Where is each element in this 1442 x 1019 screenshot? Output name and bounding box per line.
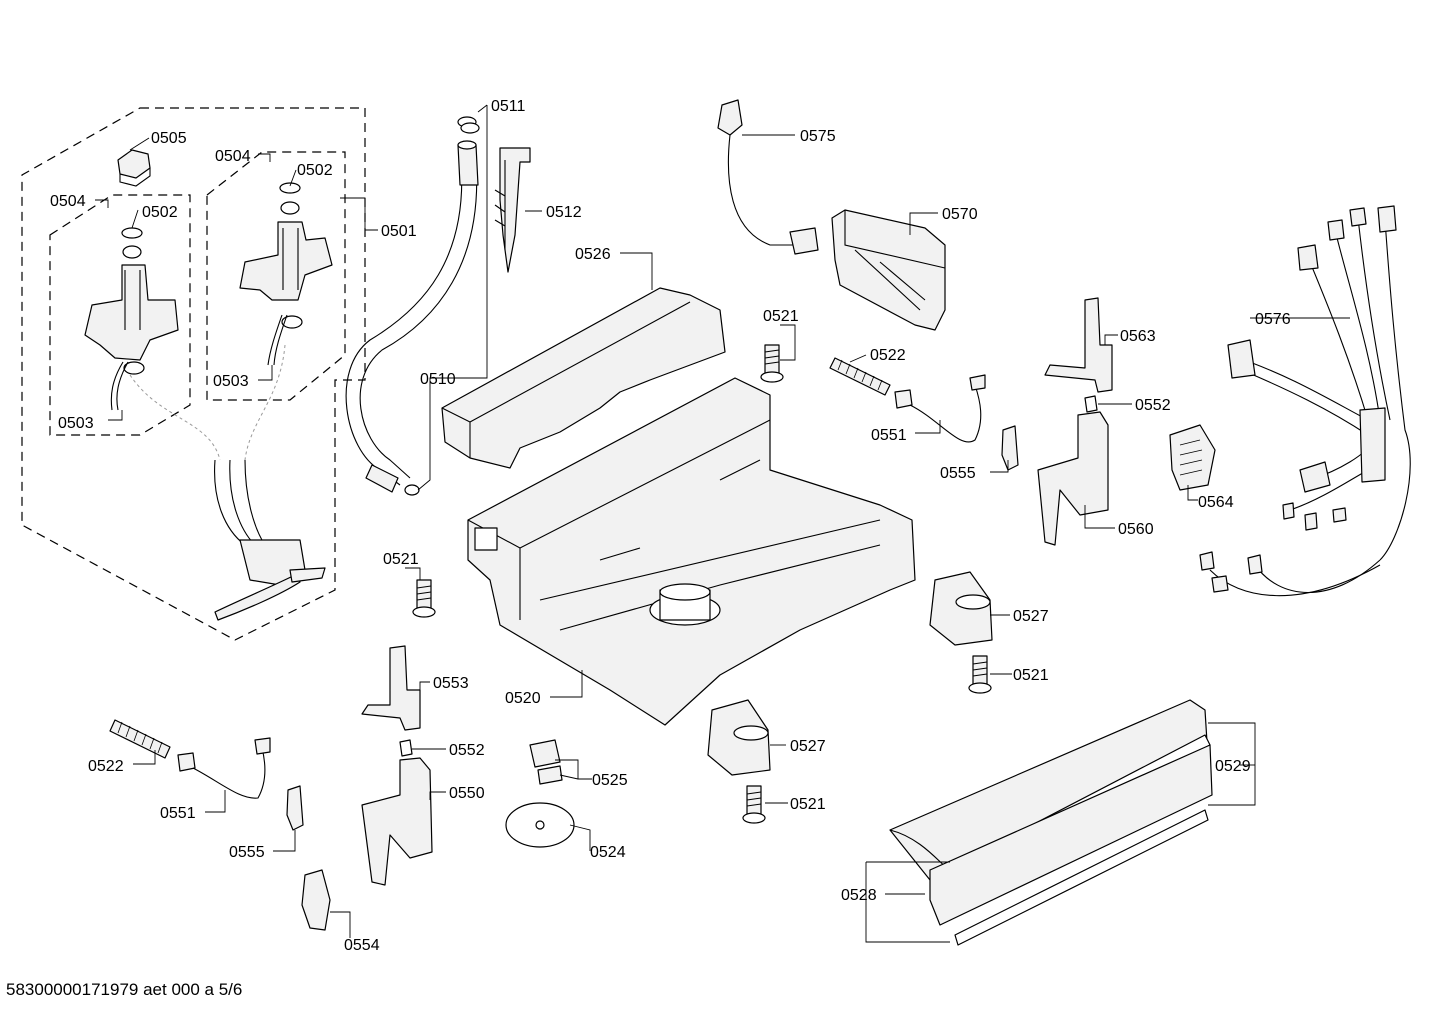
leader-lines	[95, 104, 1350, 943]
hinge-bracket-lower	[1037, 411, 1109, 546]
label-0503-left: 0503	[58, 415, 94, 432]
label-0527-left: 0527	[790, 738, 826, 755]
label-0510: 0510	[420, 371, 456, 388]
label-0555-left: 0555	[229, 844, 265, 861]
label-0504-right: 0504	[215, 148, 251, 165]
foot-guard-right	[929, 571, 993, 646]
label-0560: 0560	[1118, 521, 1154, 538]
label-0576: 0576	[1255, 311, 1291, 328]
label-0525: 0525	[592, 772, 628, 789]
label-0521-c: 0521	[1013, 667, 1049, 684]
clip-right	[1001, 425, 1019, 471]
label-0550: 0550	[449, 785, 485, 802]
inner-dashed-box-left	[49, 194, 191, 436]
base-tub-part	[467, 377, 916, 726]
label-0522-left: 0522	[88, 758, 124, 775]
control-module-part	[831, 209, 946, 331]
label-0511: 0511	[491, 98, 526, 115]
small-switch-part	[529, 739, 563, 785]
foot-screw-a	[760, 344, 784, 383]
disc-part	[505, 802, 575, 848]
foot-screw-d	[742, 785, 766, 824]
label-0520: 0520	[505, 690, 541, 707]
hose-holder-part	[494, 147, 531, 273]
cap-part	[117, 149, 151, 187]
sensor-cable-right	[894, 374, 986, 443]
hinge-upper-left	[361, 645, 421, 731]
label-0553: 0553	[433, 675, 469, 692]
document-reference: 58300000171979 aet 000 a 5/6	[6, 980, 243, 999]
part-labels: 0505 0504 0502 0504 0502 0501 0503 0503 …	[50, 98, 1291, 954]
label-0552-left: 0552	[449, 742, 485, 759]
foot-screw-b	[412, 579, 436, 618]
hose-bundle	[214, 459, 326, 621]
retainer-right	[1084, 395, 1098, 413]
valve-left-part	[84, 227, 179, 411]
label-0505: 0505	[151, 130, 187, 147]
clip-left	[286, 785, 304, 831]
label-0552-right: 0552	[1135, 397, 1171, 414]
label-0524: 0524	[590, 844, 626, 861]
label-0502-right: 0502	[297, 162, 333, 179]
label-0575: 0575	[800, 128, 836, 145]
cover-part	[441, 287, 726, 469]
label-0529: 0529	[1215, 758, 1251, 775]
foot-screw-c	[968, 655, 992, 694]
hinge-bracket-upper	[1044, 297, 1113, 393]
label-0564: 0564	[1198, 494, 1234, 511]
sensor-cable-left	[177, 737, 271, 799]
retainer-left	[399, 739, 413, 757]
label-0563: 0563	[1120, 328, 1156, 345]
label-0503-right: 0503	[213, 373, 249, 390]
hinge-lower-left	[361, 757, 433, 886]
spring-right	[829, 357, 891, 396]
label-0502-left: 0502	[142, 204, 178, 221]
outer-dashed-box	[21, 107, 366, 641]
hose-clamp-part	[457, 116, 480, 134]
label-0527-right: 0527	[1013, 608, 1049, 625]
plinth-part	[889, 699, 1213, 946]
label-0528: 0528	[841, 887, 877, 904]
label-0570: 0570	[942, 206, 978, 223]
label-0512: 0512	[546, 204, 582, 221]
label-0521-a: 0521	[763, 308, 799, 325]
label-0526: 0526	[575, 246, 611, 263]
label-0551-left: 0551	[160, 805, 196, 822]
label-0554: 0554	[344, 937, 380, 954]
wiring-harness-part	[1199, 205, 1411, 597]
cover-clip-left	[301, 869, 331, 931]
spring-left	[109, 719, 171, 759]
label-0521-d: 0521	[790, 796, 826, 813]
power-cord-part	[717, 99, 819, 255]
foot-guard-left	[707, 699, 771, 776]
label-0521-b: 0521	[383, 551, 419, 568]
valve-right-part	[239, 182, 333, 366]
label-0555-right: 0555	[940, 465, 976, 482]
drain-hose-part	[345, 140, 479, 496]
valve-assembly-group	[21, 107, 366, 641]
label-0522-right: 0522	[870, 347, 906, 364]
label-0501: 0501	[381, 223, 417, 240]
label-0551-right: 0551	[871, 427, 907, 444]
connector-block-part	[1169, 424, 1216, 491]
label-0504-left: 0504	[50, 193, 86, 210]
